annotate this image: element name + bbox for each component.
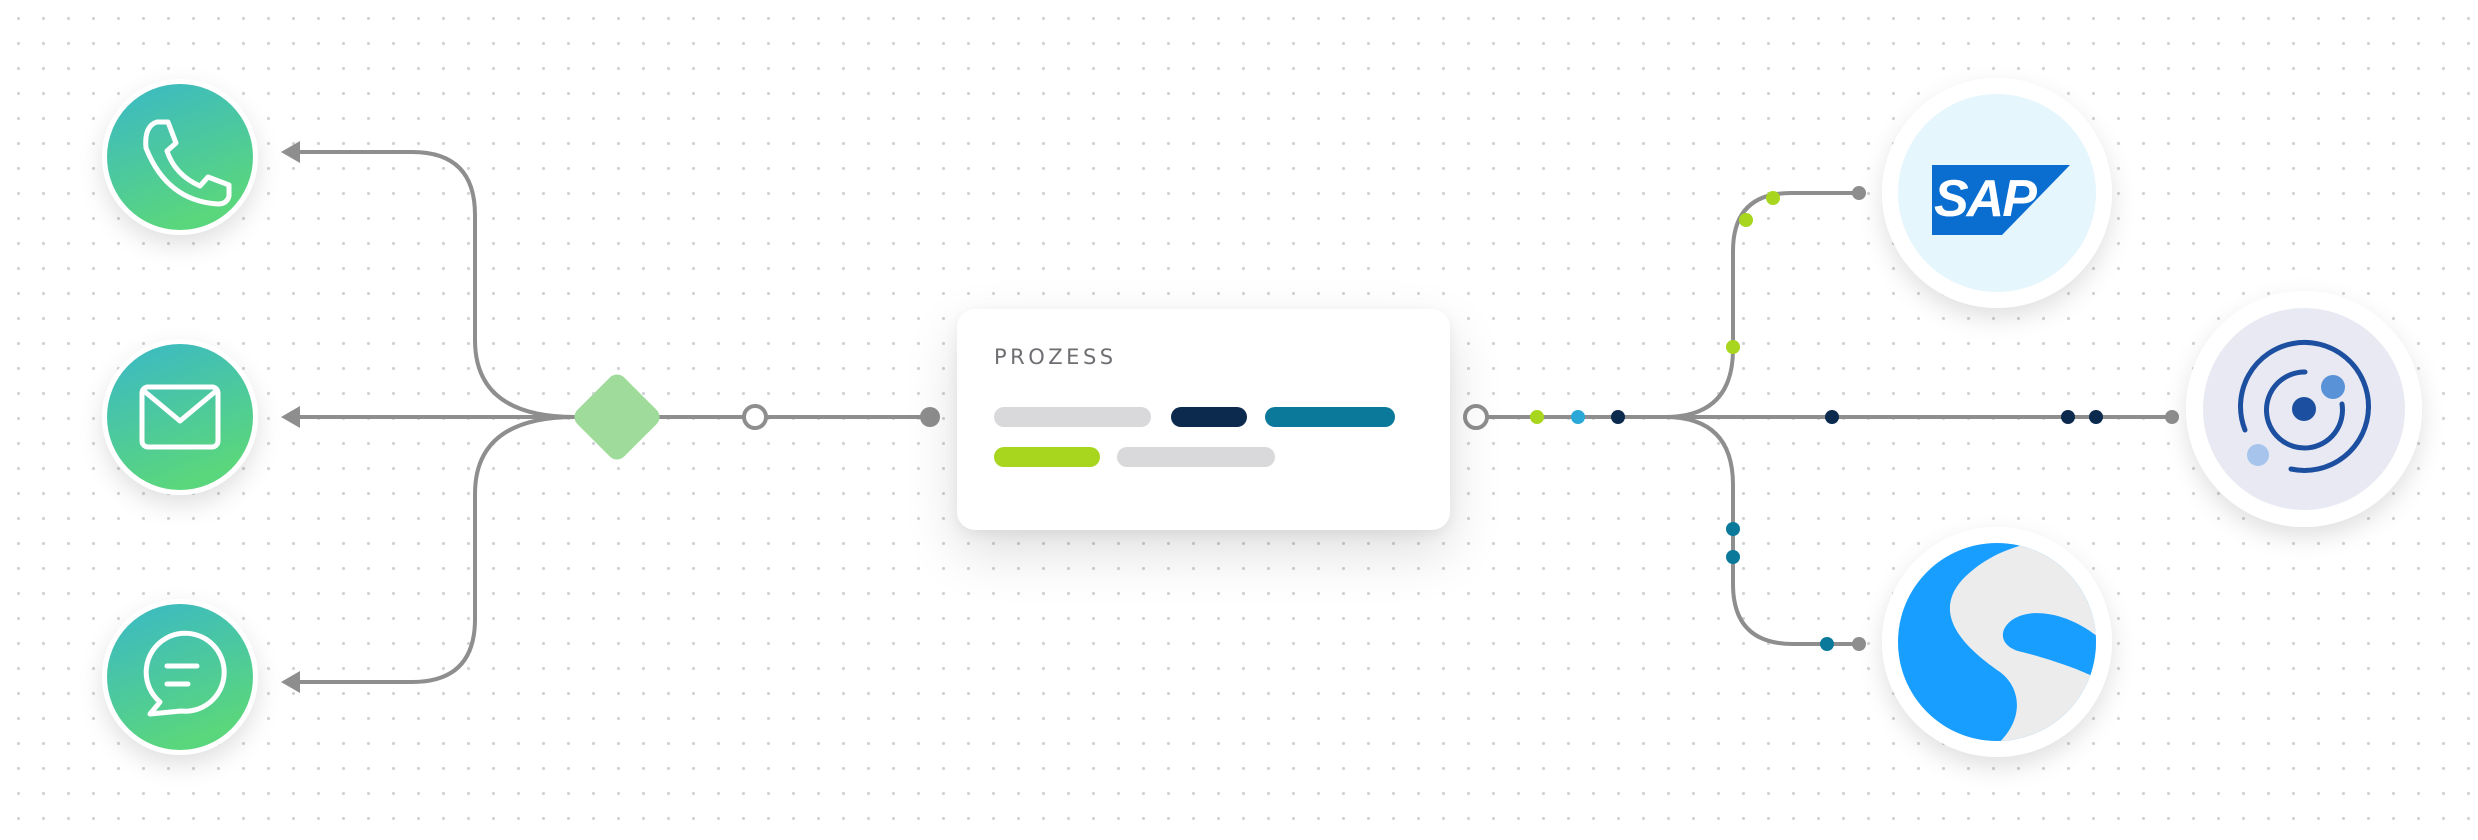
- data-tokens: [1530, 191, 2103, 651]
- email-icon: [139, 384, 221, 450]
- chat-icon: [143, 630, 227, 717]
- card-line-placeholder: [994, 407, 1151, 427]
- phone-icon: [143, 119, 232, 207]
- start-event-marker: [742, 404, 768, 430]
- card-line-placeholder: [1171, 407, 1247, 427]
- card-input-port: [920, 407, 940, 427]
- arrowhead-phone: [281, 141, 300, 163]
- card-line-placeholder: [1117, 447, 1275, 467]
- process-card[interactable]: PROZESS: [957, 309, 1450, 530]
- shopware-endpoint: [1852, 637, 1866, 651]
- token: [1766, 191, 1780, 205]
- token: [1820, 637, 1834, 651]
- token: [1825, 410, 1839, 424]
- gateway-diamond[interactable]: [570, 370, 663, 463]
- target-logo-icon: [2238, 339, 2371, 473]
- token: [2061, 410, 2075, 424]
- token: [2089, 410, 2103, 424]
- shopware-logo-cutout: [2002, 613, 2096, 676]
- token: [1726, 522, 1740, 536]
- channel-phone[interactable]: [102, 79, 258, 235]
- system-shopware[interactable]: [1882, 527, 2120, 757]
- sap-endpoint: [1852, 186, 1866, 200]
- target-endpoint: [2165, 410, 2179, 424]
- system-target[interactable]: [2186, 291, 2422, 527]
- connector-sap: [1663, 191, 1861, 419]
- card-line-placeholder: [1265, 407, 1395, 427]
- system-sap[interactable]: SAP: [1882, 78, 2112, 308]
- card-output-port: [1463, 404, 1489, 430]
- channel-chat[interactable]: [102, 599, 258, 755]
- channel-email[interactable]: [102, 339, 258, 495]
- token: [1726, 550, 1740, 564]
- process-card-title: PROZESS: [994, 345, 1117, 369]
- token: [1611, 410, 1625, 424]
- card-line-placeholder: [994, 447, 1100, 467]
- sap-logo-shape: [1932, 165, 2070, 235]
- token: [1571, 410, 1585, 424]
- sap-logo-text: SAP: [1934, 170, 2037, 228]
- arrowhead-email: [281, 406, 300, 428]
- token: [1530, 410, 1544, 424]
- connector-chat: [294, 415, 577, 684]
- connector-shopware: [1663, 415, 1861, 646]
- connector-phone: [294, 150, 577, 419]
- token: [1739, 213, 1753, 227]
- token: [1726, 340, 1740, 354]
- left-arrowheads: [281, 141, 300, 693]
- arrowhead-chat: [281, 671, 300, 693]
